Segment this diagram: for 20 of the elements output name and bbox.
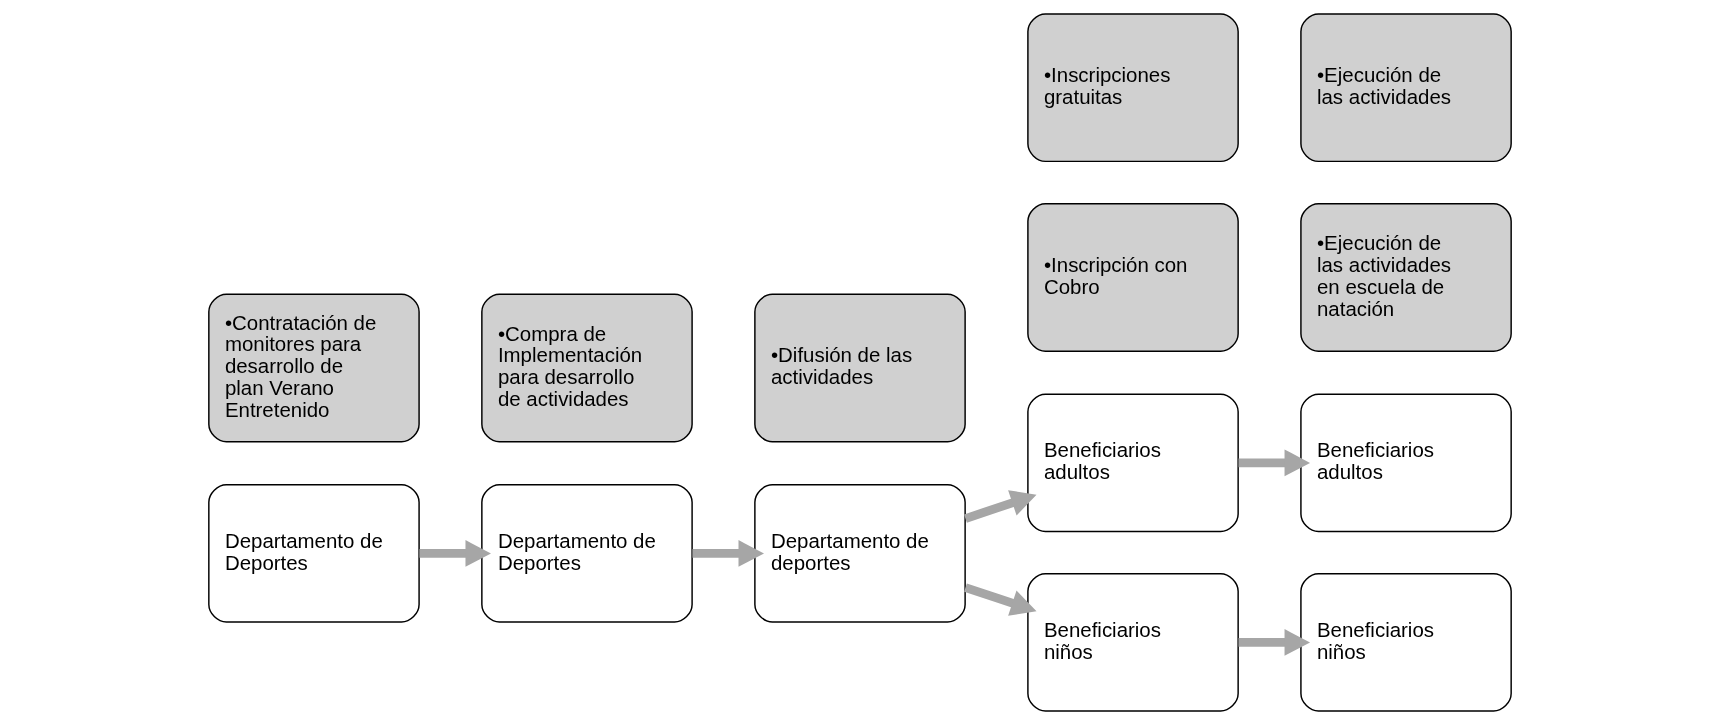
node-box: Beneficiarios adultos <box>1300 393 1512 533</box>
node-box: •Difusión de las actividades <box>754 293 966 443</box>
node-box: Departamento de Deportes <box>481 484 693 623</box>
node-box: •Ejecución de las actividades <box>1300 13 1512 163</box>
arrow <box>419 540 491 567</box>
node-box: Beneficiarios niños <box>1300 573 1512 712</box>
node-box: Departamento de deportes <box>754 484 966 623</box>
node-box: Departamento de Deportes <box>208 484 420 623</box>
node-box: •Ejecución de las actividades en escuela de natación <box>1300 203 1512 352</box>
arrow <box>964 490 1037 523</box>
node-box: •Inscripción con Cobro <box>1027 203 1239 352</box>
node-box: •Inscripciones gratuitas <box>1027 13 1239 163</box>
node-box: Beneficiarios adultos <box>1027 393 1239 533</box>
node-box: •Contratación de monitores para desarrollo de plan Verano Entretenido <box>208 293 420 443</box>
arrow <box>692 540 764 567</box>
arrow <box>964 583 1037 616</box>
node-box: •Compra de Implementación para desarrollo de actividades <box>481 293 693 443</box>
node-box: Beneficiarios niños <box>1027 573 1239 712</box>
arrow <box>1238 449 1310 477</box>
arrow <box>1238 629 1310 656</box>
